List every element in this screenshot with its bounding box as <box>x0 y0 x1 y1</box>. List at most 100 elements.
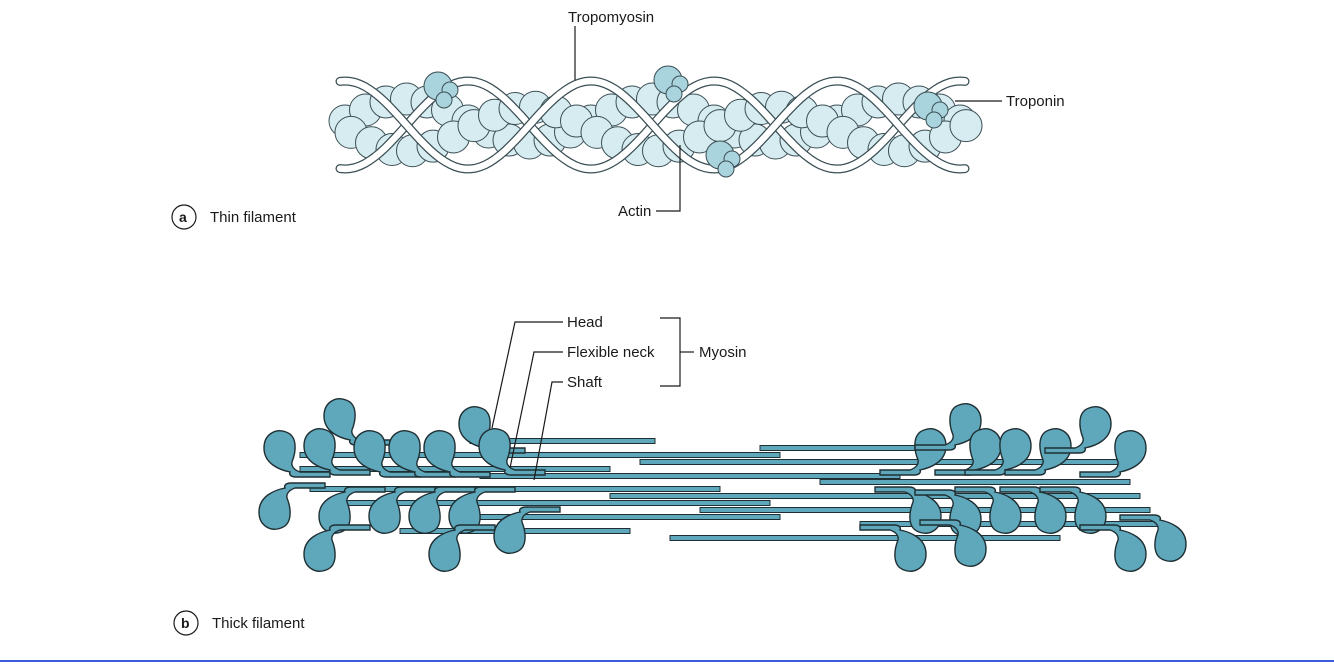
troponin-complex <box>913 91 949 129</box>
bottom-divider <box>0 660 1334 662</box>
myosin-head-shape <box>448 486 516 534</box>
myosin-head <box>1079 430 1147 478</box>
myosin-head <box>859 524 927 572</box>
actin-strands <box>328 82 983 168</box>
panel-b-caption: b Thick filament <box>173 610 305 636</box>
myosin-head-shape <box>258 482 326 530</box>
myosin-head-shape <box>859 524 927 572</box>
myosin-head <box>1119 514 1187 562</box>
troponin-subunit <box>717 160 735 178</box>
panel-b-badge <box>173 610 199 636</box>
myosin-head-shape <box>303 428 371 476</box>
thick-filament-illustration <box>258 398 1187 572</box>
myosin-head <box>478 428 546 476</box>
troponin-complex <box>705 140 741 178</box>
troponin-callout: Troponin <box>955 93 1065 110</box>
troponin-complexes <box>423 65 949 178</box>
myosin-head <box>493 506 561 554</box>
panel-a-caption-text: Thin filament <box>210 209 297 226</box>
panel-b-letter: b <box>181 615 190 631</box>
shaft-callout: Shaft <box>533 374 603 481</box>
myosin-head <box>428 524 496 572</box>
myosin-head <box>388 430 456 478</box>
myosin-head-shape <box>919 519 987 567</box>
myosin-head <box>303 524 371 572</box>
myosin-head-shape <box>1039 486 1107 534</box>
myosin-head-shape <box>428 524 496 572</box>
myosin-head <box>1044 406 1112 454</box>
myosin-head-shape <box>1079 430 1147 478</box>
myosin-head-shape <box>914 489 982 537</box>
actin-bead <box>949 109 983 143</box>
myosin-shaft <box>819 479 1131 485</box>
myosin-head <box>964 428 1032 476</box>
myosin-head <box>303 428 371 476</box>
troponin-subunit <box>925 111 943 129</box>
myosin-head <box>258 482 326 530</box>
head-label: Head <box>567 314 603 331</box>
tropomyosin-label: Tropomyosin <box>568 9 654 26</box>
troponin-complex <box>423 71 459 109</box>
panel-a-caption: a Thin filament <box>171 204 297 230</box>
myosin-head-shape <box>493 506 561 554</box>
myosin-head-shape <box>1004 428 1072 476</box>
thin-filament-illustration <box>328 65 983 178</box>
tropomyosin-callout: Tropomyosin <box>568 9 654 80</box>
flexible-neck-label: Flexible neck <box>567 344 655 361</box>
myosin-shaft <box>669 535 1061 541</box>
myosin-head-shape <box>353 430 421 478</box>
troponin-subunit <box>665 85 683 103</box>
troponin-label: Troponin <box>1006 93 1065 110</box>
myosin-head-shape <box>368 486 436 534</box>
myosin-head <box>1039 486 1107 534</box>
myosin-head-shape <box>1119 514 1187 562</box>
myosin-head-shape <box>1079 524 1147 572</box>
actin-label: Actin <box>618 203 651 220</box>
myosin-head-shape <box>478 428 546 476</box>
myosin-head-shape <box>303 524 371 572</box>
panel-b-caption-text: Thick filament <box>212 615 305 632</box>
myosin-head <box>263 430 331 478</box>
myosin-head-shape <box>964 428 1032 476</box>
myosin-head <box>914 403 982 451</box>
myosin-head-shape <box>914 403 982 451</box>
myosin-shaft <box>759 445 941 451</box>
actin-callout: Actin <box>618 145 681 220</box>
myosin-head-shape <box>423 430 491 478</box>
myosin-bracket: Myosin <box>660 317 747 387</box>
myosin-head <box>448 486 516 534</box>
myosin-head <box>423 430 491 478</box>
myosin-head <box>1079 524 1147 572</box>
myosin-shaft <box>299 452 781 458</box>
myosin-head-shape <box>1044 406 1112 454</box>
myosin-head-shape <box>999 486 1067 534</box>
myosin-head-shape <box>263 430 331 478</box>
myosin-head-shape <box>408 486 476 534</box>
myosin-head <box>1004 428 1072 476</box>
myosin-head-shape <box>318 486 386 534</box>
myosin-head <box>408 486 476 534</box>
myosin-head-shape <box>879 428 947 476</box>
myosin-heads <box>258 398 1187 572</box>
troponin-subunit <box>435 91 453 109</box>
myosin-shaft <box>609 493 1141 499</box>
myosin-head <box>318 486 386 534</box>
myosin-head <box>999 486 1067 534</box>
myosin-head-shape <box>954 486 1022 534</box>
myosin-head <box>919 519 987 567</box>
troponin-complex <box>653 65 689 103</box>
myosin-head <box>353 430 421 478</box>
myosin-head <box>879 428 947 476</box>
myosin-label: Myosin <box>699 344 747 361</box>
myosin-head <box>914 489 982 537</box>
flexible-neck-callout: Flexible neck <box>509 344 655 469</box>
tropomyosin-strand <box>336 77 969 173</box>
panel-a-letter: a <box>179 209 187 225</box>
myosin-head <box>954 486 1022 534</box>
panel-a-badge <box>171 204 197 230</box>
head-callout: Head <box>491 314 603 429</box>
myosin-head-shape <box>388 430 456 478</box>
myosin-head <box>368 486 436 534</box>
shaft-label: Shaft <box>567 374 603 391</box>
